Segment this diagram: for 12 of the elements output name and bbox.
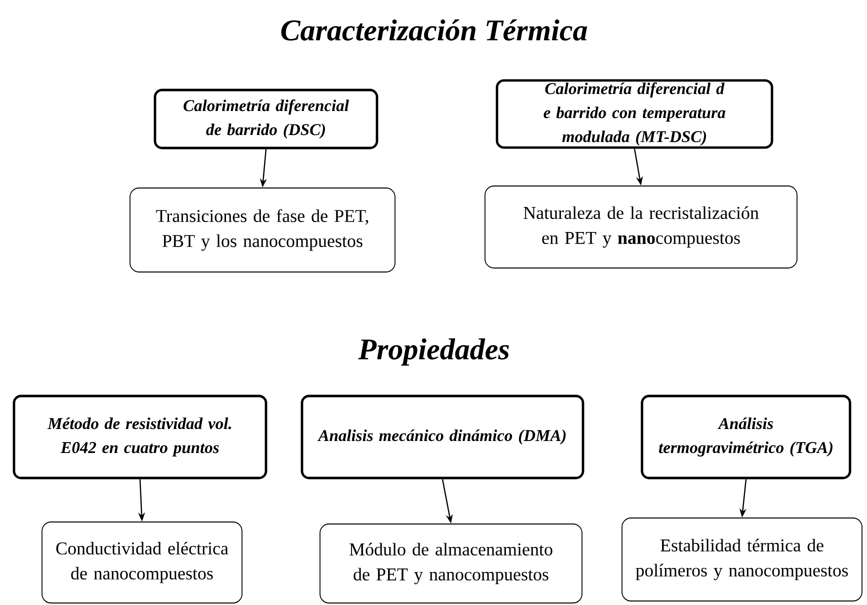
method-box: Calorimetría diferencial d e barrido con temperatura modulada (MT-DSC): [496, 79, 774, 149]
result-box: Naturaleza de la recristalización en PET y nanocompuestos: [484, 186, 798, 268]
method-box: Calorimetría diferencial de barrido (DSC): [154, 88, 378, 150]
result-box: Conductividad eléctrica de nanocompuestos: [42, 522, 242, 604]
result-box: Estabilidad térmica de polímeros y nanocompuestos: [622, 518, 862, 602]
method-box: Método de resistividad vol. E042 en cuatro puntos: [12, 394, 268, 480]
heading: Caracterización Térmica: [281, 19, 588, 41]
method-box: Analisis mecánico dinámico (DMA): [300, 394, 584, 480]
method-box: Análisis termogravimétrico (TGA): [640, 394, 852, 480]
heading: Propiedades: [358, 338, 509, 366]
result-box: Módulo de almacenamiento de PET y nanocompuestos: [320, 524, 582, 604]
result-box: Transiciones de fase de PET, PBT y los nanocompuestos: [130, 188, 396, 272]
